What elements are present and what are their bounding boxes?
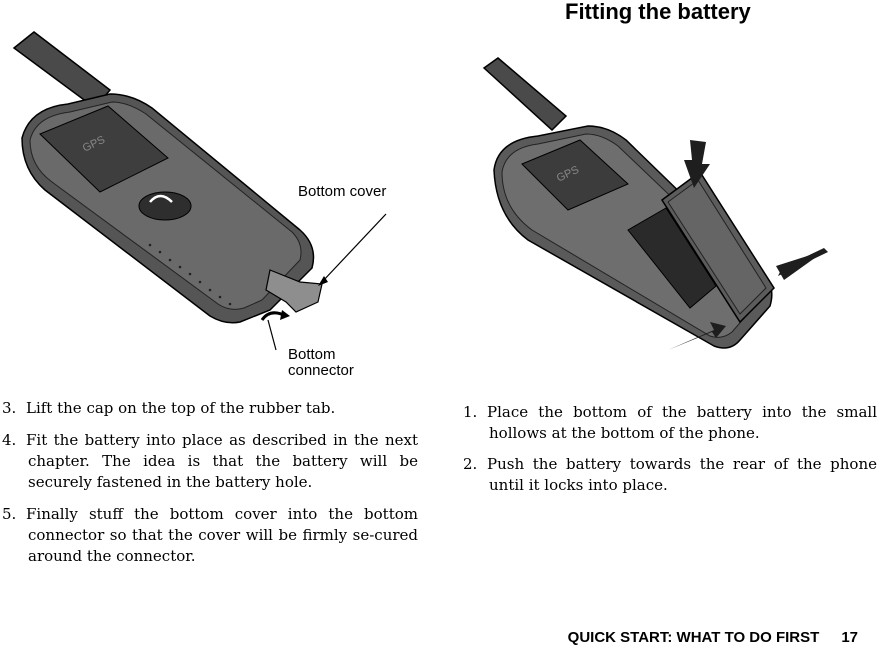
phone-bottom-cover-illustration: GPS [12, 31, 387, 351]
step-number: 4. [2, 431, 17, 449]
footer-section-title: QUICK START: WHAT TO DO FIRST [567, 629, 820, 646]
page-number: 17 [841, 629, 858, 646]
steps-list-left: 3. Lift the cap on the top of the rubber … [2, 398, 418, 578]
step-number: 1. [463, 403, 478, 421]
page-title: Fitting the battery [565, 0, 751, 24]
step-number: 2. [463, 455, 478, 473]
callout-bottom-connector-text: Bottom connector [288, 346, 354, 379]
step-text: Lift the cap on the top of the rubber ta… [26, 399, 336, 417]
step-text: Finally stuff the bottom cover into the … [26, 505, 418, 565]
page-footer: QUICK START: WHAT TO DO FIRST 17 [568, 630, 858, 646]
step-text: Fit the battery into place as described … [26, 431, 418, 491]
step-number: 3. [2, 399, 17, 417]
step-item: 1. Place the bottom of the battery into t… [463, 402, 877, 444]
callout-bottom-connector: Bottom connector [288, 347, 388, 379]
step-number: 5. [2, 505, 17, 523]
step-item: 5. Finally stuff the bottom cover into th… [2, 504, 418, 567]
step-item: 2. Push the battery towards the rear of t… [463, 454, 877, 496]
step-item: 4. Fit the battery into place as describe… [2, 430, 418, 493]
callout-bottom-cover: Bottom cover [298, 183, 387, 200]
step-text: Push the battery towards the rear of the… [487, 455, 877, 494]
steps-list-right: 1. Place the bottom of the battery into t… [463, 402, 877, 506]
step-text: Place the bottom of the battery into the… [487, 403, 877, 442]
battery-fitting-illustration: GPS [482, 57, 828, 350]
step-item: 3. Lift the cap on the top of the rubber … [2, 398, 418, 419]
